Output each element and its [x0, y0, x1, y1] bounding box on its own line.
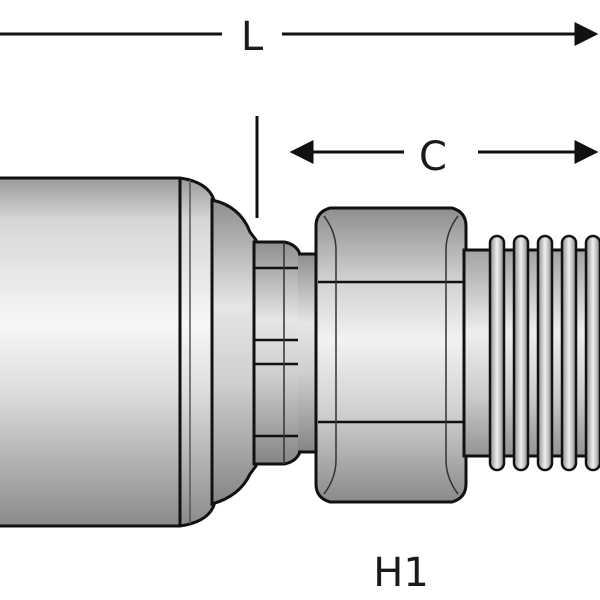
male-thread: [462, 234, 600, 472]
dimension-h1-label: H1: [373, 550, 429, 596]
ferrule: [0, 176, 216, 528]
dimension-c-label: C: [419, 134, 447, 180]
dimension-c: C: [255, 116, 599, 218]
dimension-l: L: [0, 14, 599, 60]
dimension-l-label: L: [241, 14, 264, 60]
thread-crests: [488, 234, 600, 472]
hex-nut: [314, 206, 468, 504]
nipple-collar: [252, 240, 320, 466]
ferrule-taper: [210, 198, 258, 506]
